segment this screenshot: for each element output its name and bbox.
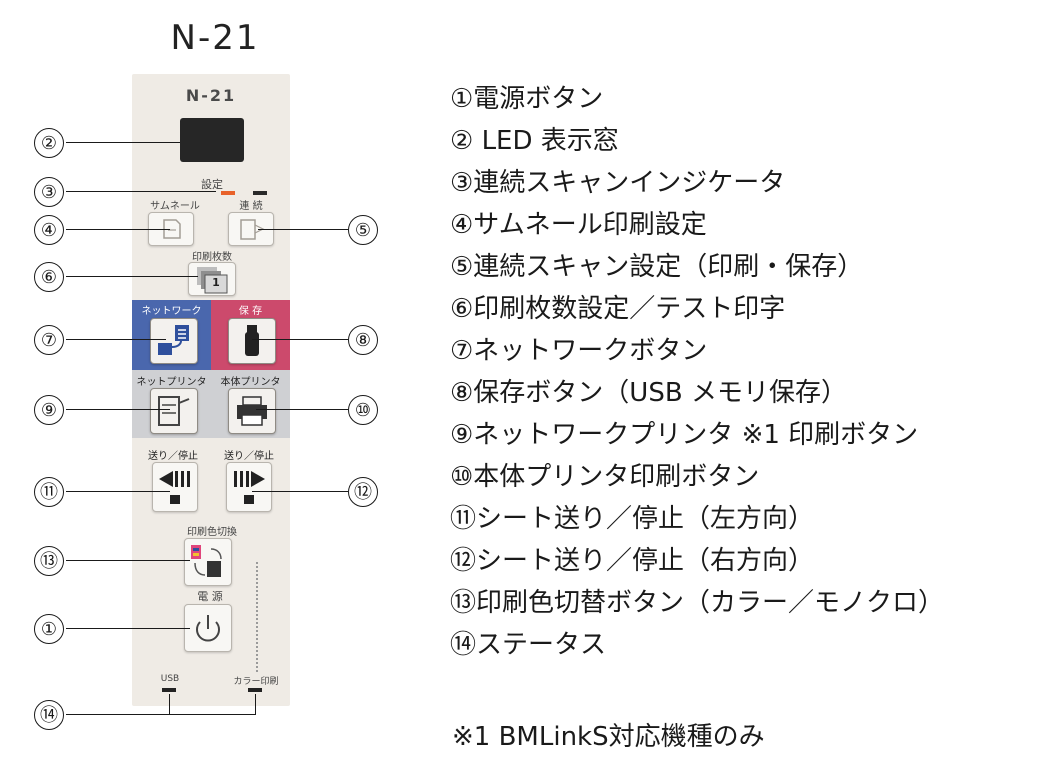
network-printer-button[interactable] (150, 388, 198, 434)
network-icon (158, 325, 189, 355)
leader-10 (256, 409, 348, 410)
legend-item-9: ⑨ネットワークプリンタ ※1 印刷ボタン (450, 420, 919, 450)
callout-11: ⑪ (34, 477, 64, 507)
feed-stop-left-label: 送り／停止 (148, 451, 198, 462)
color-print-label: カラー印刷 (233, 677, 279, 687)
color-switch-icon (191, 545, 222, 577)
callout-14: ⑭ (34, 700, 64, 730)
network-button[interactable] (150, 318, 198, 364)
callout-3: ③ (34, 177, 64, 207)
callout-4: ④ (34, 215, 64, 245)
legend-item-8: ⑧保存ボタン（USB メモリ保存） (450, 378, 847, 408)
legend-item-4: ④サムネール印刷設定 (450, 210, 707, 240)
network-printer-icon (158, 396, 190, 426)
callout-5: ⑤ (348, 215, 378, 245)
callout-7: ⑦ (34, 325, 64, 355)
leader-13 (66, 560, 190, 561)
leader-3 (66, 191, 216, 192)
usb-label: USB (160, 674, 180, 684)
save-button[interactable] (228, 318, 276, 364)
body-printer-button[interactable] (228, 388, 276, 434)
body-printer-label: 本体プリンタ (220, 377, 281, 388)
feed-left-icon (159, 471, 190, 504)
leader-5 (258, 229, 348, 230)
feed-right-icon (234, 471, 265, 504)
legend-item-6: ⑥印刷枚数設定／テスト印字 (450, 294, 786, 324)
net-printer-label: ネットプリンタ (136, 377, 207, 388)
led-display-window (180, 118, 244, 162)
legend-item-11: ⑪シート送り／停止（左方向） (450, 504, 815, 534)
callout-2: ② (34, 128, 64, 158)
legend-item-3: ③連続スキャンインジケータ (450, 168, 786, 198)
leader-11 (66, 491, 170, 492)
legend-item-10: ⑩本体プリンタ印刷ボタン (450, 462, 760, 492)
legend-item-13: ⑬印刷色切替ボタン（カラー／モノクロ） (450, 588, 945, 618)
copies-button[interactable]: 1 (188, 262, 236, 296)
panel-model-label: N-21 (185, 86, 237, 105)
usb-memory-icon (245, 325, 259, 356)
copies-label: 印刷枚数 (192, 252, 232, 263)
callout-9: ⑨ (34, 395, 64, 425)
leader-6 (66, 276, 198, 277)
color-switch-label: 印刷色切換 (187, 527, 237, 538)
legend-item-7: ⑦ネットワークボタン (450, 336, 708, 366)
legend-item-12: ⑫シート送り／停止（右方向） (450, 546, 815, 576)
leader-8 (252, 339, 348, 340)
feed-right-button[interactable] (226, 462, 272, 512)
footnote: ※1 BMLinkS対応機種のみ (452, 722, 765, 752)
callout-1: ① (34, 614, 64, 644)
color-switch-button[interactable] (184, 538, 232, 586)
model-title: N-21 (170, 18, 260, 58)
leader-12 (252, 491, 348, 492)
legend-item-5: ⑤連続スキャン設定（印刷・保存） (450, 252, 864, 282)
thumbnail-label: サムネール (150, 201, 200, 212)
legend-item-14: ⑭ステータス (450, 630, 607, 660)
leader-14 (66, 714, 256, 715)
power-icon (196, 615, 220, 642)
legend-item-1: ①電源ボタン (450, 84, 604, 114)
leader-14-color (255, 694, 256, 714)
continuous-scan-indicator-dark (253, 191, 267, 195)
callout-6: ⑥ (34, 262, 64, 292)
legend-item-2: ② LED 表示窓 (450, 126, 619, 156)
leader-14-usb (169, 694, 170, 714)
callout-12: ⑫ (348, 477, 378, 507)
feed-left-button[interactable] (152, 462, 198, 512)
thumbnail-icon (163, 219, 181, 239)
feed-stop-right-label: 送り／停止 (224, 451, 274, 462)
power-button[interactable] (184, 604, 232, 652)
printer-icon (237, 396, 267, 426)
leader-9 (66, 409, 170, 410)
continuous-scan-indicator-orange (221, 191, 235, 195)
copies-icon (197, 267, 228, 294)
continuous-label: 連 続 (239, 201, 263, 212)
status-dotted-line (256, 562, 258, 672)
save-label: 保 存 (238, 306, 263, 317)
callout-8: ⑧ (348, 325, 378, 355)
leader-2 (66, 142, 180, 143)
color-print-status-indicator (248, 688, 262, 692)
copies-value: 1 (212, 276, 220, 289)
callout-10: ⑩ (348, 395, 378, 425)
callout-13: ⑬ (34, 546, 64, 576)
setting-label: 設定 (201, 178, 223, 191)
network-label: ネットワーク (141, 306, 202, 317)
leader-4 (66, 229, 170, 230)
leader-7 (66, 339, 166, 340)
usb-status-indicator (162, 688, 176, 692)
power-label: 電 源 (197, 590, 223, 603)
leader-1 (66, 628, 190, 629)
